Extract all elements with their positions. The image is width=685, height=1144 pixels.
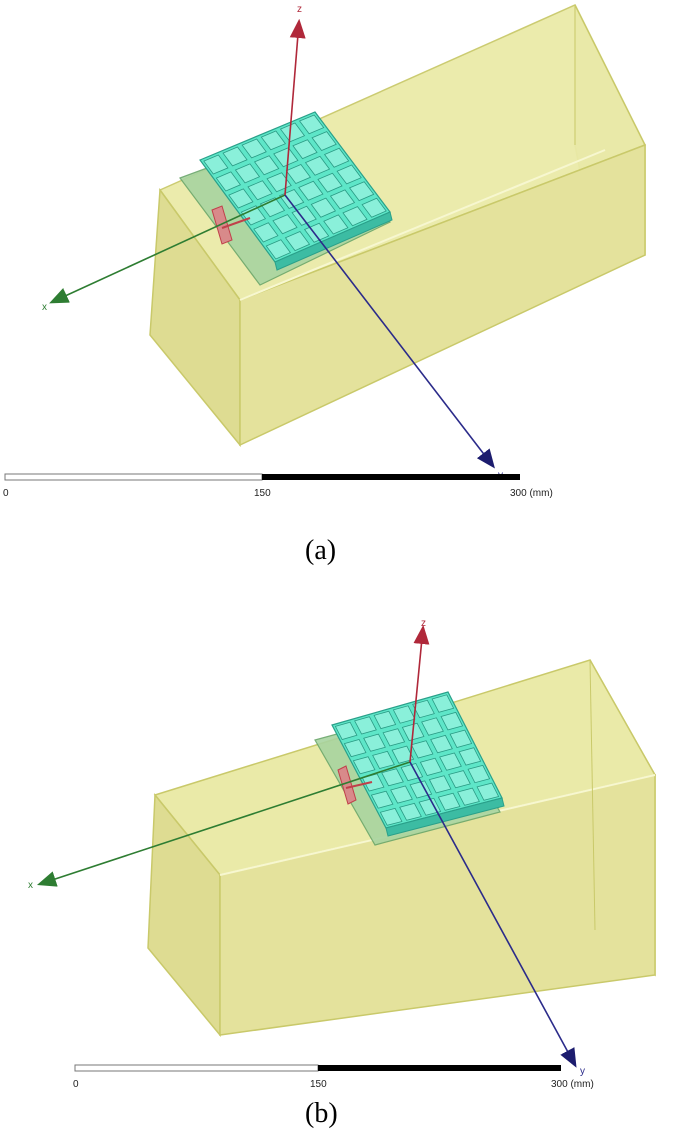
scale-bar-b: 0 150 300 (mm) — [73, 1064, 594, 1090]
x-axis-label-a: x — [42, 302, 47, 313]
unit-cell-a — [342, 206, 368, 227]
unit-cell-b — [343, 739, 367, 758]
z-axis-label-a: z — [297, 4, 302, 15]
unit-cell-a — [348, 181, 375, 202]
unit-cell-a — [285, 164, 312, 184]
unit-cell-a — [247, 180, 273, 201]
unit-cell-b — [382, 728, 406, 747]
unit-cell-a — [298, 114, 325, 135]
unit-cell-b — [448, 770, 471, 789]
panel-a: x y z 0 150 300 (mm) (a) — [3, 4, 647, 566]
unit-cell-b — [399, 802, 422, 821]
x-axis-b — [36, 761, 411, 887]
unit-cell-b — [409, 780, 433, 799]
unit-cell-b — [418, 797, 442, 816]
unit-cell-b — [440, 711, 464, 731]
unit-cell-a — [329, 189, 356, 210]
z-axis-a — [284, 18, 306, 196]
scale-tick-300-b: 300 (mm) — [551, 1079, 594, 1090]
unit-cell-b — [430, 734, 453, 754]
unit-cell-a — [298, 180, 324, 201]
unit-cell-b — [467, 764, 491, 784]
unit-cell-b — [421, 717, 444, 736]
unit-cell-a — [265, 239, 292, 260]
panel-b: x y z 0 150 300 (mm) (b) — [0, 590, 685, 1144]
scale-tick-0-b: 0 — [73, 1079, 79, 1090]
unit-cell-a — [304, 155, 331, 176]
unit-cell-a — [253, 155, 280, 176]
caption-a: (a) — [305, 535, 337, 566]
unit-cell-a — [203, 154, 229, 175]
unit-cell-b — [431, 694, 455, 713]
unit-cell-a — [292, 139, 318, 160]
unit-cell-b — [363, 733, 386, 752]
unit-cell-a — [273, 147, 299, 168]
unit-cell-b — [379, 807, 403, 826]
y-axis-label-b: y — [580, 1066, 585, 1077]
unit-cell-a — [222, 146, 248, 167]
unit-cell-a — [215, 171, 242, 192]
unit-cell-a — [361, 197, 387, 218]
coordinate-axes-b: x y z — [28, 618, 585, 1077]
scale-bar-a: 0 150 300 (mm) — [3, 473, 553, 499]
unit-cell-b — [437, 792, 461, 811]
scale-tick-150-b: 150 — [310, 1079, 327, 1090]
unit-cell-a — [240, 205, 267, 226]
caption-b: (b) — [305, 1098, 338, 1129]
unit-cell-a — [311, 131, 337, 151]
scale-tick-150-a: 150 — [254, 488, 271, 499]
metasurface-array-b — [331, 691, 505, 837]
model-view-b: x y z 0 150 300 (mm) — [28, 618, 657, 1090]
y-axis-a — [284, 194, 495, 469]
unit-cell-a — [336, 164, 362, 185]
unit-cell-a — [272, 214, 298, 235]
unit-cell-a — [317, 172, 343, 193]
y-axis-b — [409, 761, 577, 1068]
scale-tick-0-a: 0 — [3, 488, 9, 499]
unit-cell-b — [428, 775, 452, 794]
unit-cell-b — [354, 716, 377, 735]
unit-cell-b — [439, 752, 462, 771]
unit-cell-b — [458, 747, 482, 766]
unit-cell-b — [381, 768, 404, 787]
unit-cell-b — [419, 757, 443, 776]
unit-cell-b — [352, 756, 376, 775]
unit-cell-a — [323, 214, 349, 235]
unit-cell-b — [476, 782, 500, 801]
unit-cell-b — [372, 750, 395, 769]
unit-cell-b — [390, 785, 413, 804]
unit-cell-b — [391, 745, 415, 764]
unit-cell-b — [412, 699, 435, 719]
unit-cell-a — [228, 188, 254, 209]
feed-port-b — [337, 765, 373, 805]
z-axis-b — [409, 624, 430, 763]
x-axis-a — [49, 194, 286, 304]
unit-cell-b — [334, 721, 358, 740]
unit-cell-b — [410, 740, 434, 759]
x-axis-label-b: x — [28, 880, 33, 891]
unit-cell-b — [457, 787, 480, 806]
unit-cell-a — [241, 138, 267, 159]
model-view-a: x y z 0 150 300 (mm) — [3, 4, 647, 499]
feed-port-a — [211, 205, 251, 245]
unit-cell-b — [373, 710, 397, 730]
unit-cell-a — [253, 222, 279, 243]
unit-cell-a — [310, 197, 337, 218]
unit-cell-a — [260, 130, 287, 151]
z-axis-label-b: z — [421, 618, 426, 629]
unit-cell-a — [234, 163, 261, 184]
unit-cell-a — [284, 231, 311, 252]
scale-tick-300-a: 300 (mm) — [510, 488, 553, 499]
unit-cell-b — [370, 790, 394, 809]
unit-cell-a — [259, 197, 286, 218]
unit-cell-a — [323, 147, 350, 168]
unit-cell-b — [449, 729, 473, 748]
